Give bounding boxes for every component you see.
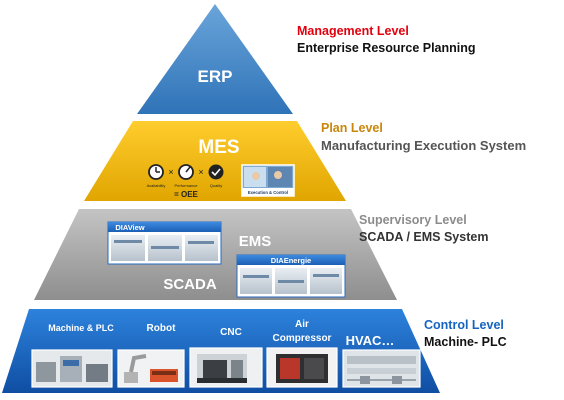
air-compressor-photo xyxy=(266,347,338,388)
diaenergie-title: DIAEnergie xyxy=(271,256,311,265)
multiply-operator: × xyxy=(198,167,203,177)
performance-gauge-icon xyxy=(178,164,194,180)
oee-label: = OEE xyxy=(174,190,198,199)
control-item-cnc: CNC xyxy=(220,327,242,338)
cnc-photo xyxy=(189,347,263,388)
level-name: Plan Level xyxy=(321,121,383,135)
execution-control-caption: Execution & Control xyxy=(248,190,288,195)
machine-plc-photo xyxy=(31,349,113,388)
hvac-photo xyxy=(342,349,421,388)
kpi-label-quality: Quality xyxy=(210,183,222,188)
diaview-title: DIAView xyxy=(115,223,144,232)
control-item-air: Air xyxy=(295,319,309,330)
control-item-robot: Robot xyxy=(147,323,177,334)
level-name: Management Level xyxy=(297,24,409,38)
level-desc: Machine- PLC xyxy=(424,335,507,349)
control-item-compressor: Compressor xyxy=(273,333,332,344)
level-name: Control Level xyxy=(424,318,504,332)
control-item-machine-plc: Machine & PLC xyxy=(48,323,114,333)
level-name: Supervisory Level xyxy=(359,213,467,227)
control-item-hvac: HVAC… xyxy=(346,333,395,348)
supervisory-level-annotation: Supervisory Level SCADA / EMS System xyxy=(359,212,488,246)
quality-badge-icon xyxy=(208,164,224,180)
erp-label: ERP xyxy=(198,67,233,86)
erp-tier xyxy=(137,4,293,114)
scada-label: SCADA xyxy=(163,276,217,293)
execution-control-photo: Execution & Control xyxy=(241,164,295,197)
multiply-operator: × xyxy=(168,167,173,177)
mes-label: MES xyxy=(198,137,239,158)
level-desc: Manufacturing Execution System xyxy=(321,138,527,153)
kpi-label-performance: Performance xyxy=(175,183,199,188)
mes-tier xyxy=(84,121,346,201)
availability-gauge-icon xyxy=(148,164,164,180)
level-desc: Enterprise Resource Planning xyxy=(297,41,476,55)
management-level-annotation: Management Level Enterprise Resource Pla… xyxy=(297,23,476,57)
ems-label: EMS xyxy=(239,233,272,250)
control-level-annotation: Control Level Machine- PLC xyxy=(424,317,507,351)
robot-photo xyxy=(117,349,185,388)
diaview-screenshot: DIAView xyxy=(107,221,222,265)
level-desc: SCADA / EMS System xyxy=(359,230,489,244)
plan-level-annotation: Plan Level Manufacturing Execution Syste… xyxy=(321,120,526,154)
diaenergie-screenshot: DIAEnergie xyxy=(236,254,346,298)
kpi-label-availability: Availability xyxy=(147,183,166,188)
